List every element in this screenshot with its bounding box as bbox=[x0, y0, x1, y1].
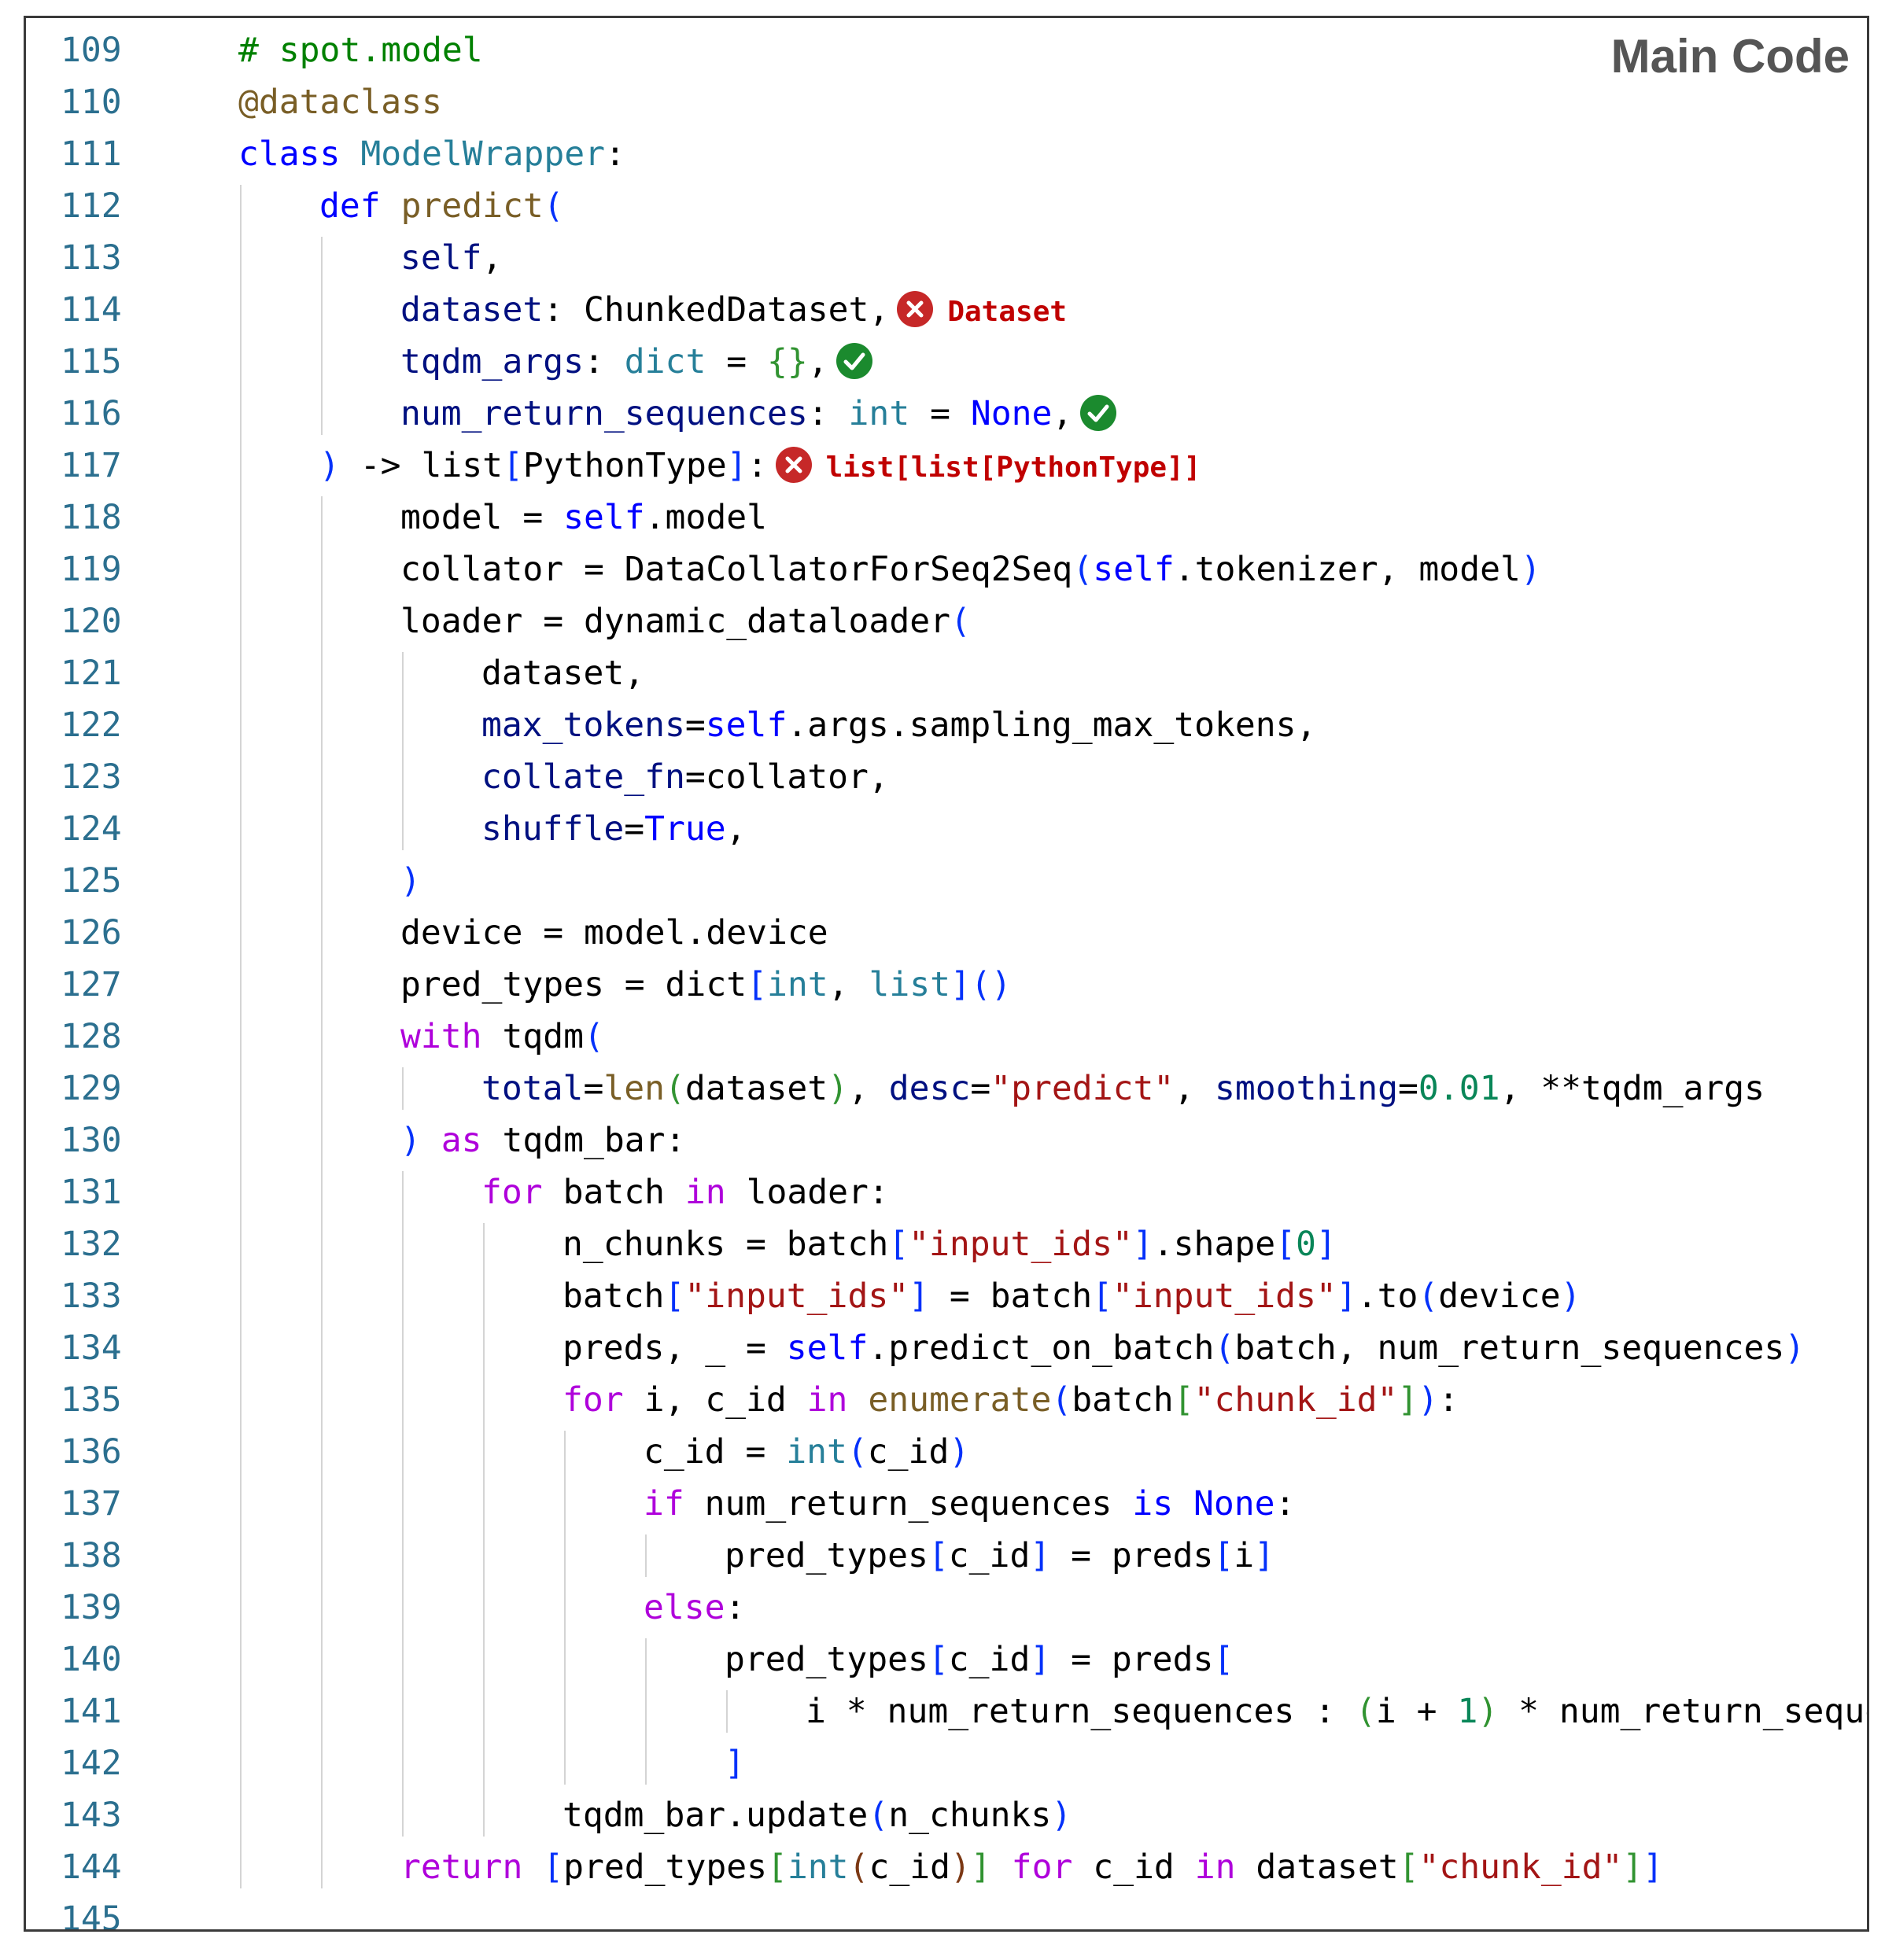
line-number: 110 bbox=[61, 83, 122, 122]
line-number: 131 bbox=[61, 1173, 122, 1212]
code-text: max_tokens=self.args.sampling_max_tokens… bbox=[481, 706, 1317, 745]
code-text: def predict( bbox=[319, 186, 564, 226]
code-text: collator = DataCollatorForSeq2Seq(self.t… bbox=[400, 550, 1541, 589]
code-text: return [pred_types[int(c_id)] for c_id i… bbox=[400, 1848, 1664, 1887]
code-text: batch["input_ids"] = batch["input_ids"].… bbox=[563, 1277, 1581, 1316]
fail-icon bbox=[775, 446, 812, 483]
code-text: dataset: ChunkedDataset,Dataset bbox=[400, 290, 1068, 330]
code-text: tqdm_bar.update(n_chunks) bbox=[563, 1796, 1072, 1835]
line-number: 143 bbox=[61, 1796, 122, 1835]
line-number: 117 bbox=[61, 446, 122, 485]
code-text: for batch in loader: bbox=[481, 1173, 889, 1212]
code-text: class ModelWrapper: bbox=[238, 134, 625, 174]
line-number: 145 bbox=[61, 1899, 122, 1932]
code-text: c_id = int(c_id) bbox=[644, 1432, 970, 1472]
line-number: 142 bbox=[61, 1744, 122, 1783]
line-number: 114 bbox=[61, 290, 122, 330]
line-number: 118 bbox=[61, 498, 122, 537]
line-number: 125 bbox=[61, 861, 122, 901]
panel-title: Main Code bbox=[1610, 30, 1850, 83]
code-text: pred_types[c_id] = preds[ bbox=[725, 1640, 1234, 1679]
indent-guide bbox=[645, 1534, 647, 1577]
code-text: ) -> list[PythonType]:list[list[PythonTy… bbox=[319, 446, 1201, 485]
check-icon bbox=[835, 342, 872, 379]
indent-guide bbox=[564, 1431, 566, 1785]
line-number: 111 bbox=[61, 134, 122, 174]
code-text: i * num_return_sequences : (i + 1) * num… bbox=[806, 1692, 1869, 1731]
code-text: self, bbox=[400, 238, 503, 278]
line-number: 138 bbox=[61, 1536, 122, 1575]
type-annotation-note: Dataset bbox=[947, 296, 1068, 328]
line-number: 132 bbox=[61, 1225, 122, 1264]
line-number: 130 bbox=[61, 1121, 122, 1160]
line-number: 141 bbox=[61, 1692, 122, 1731]
code-text: total=len(dataset), desc="predict", smoo… bbox=[481, 1069, 1765, 1108]
code-text: num_return_sequences: int = None, bbox=[400, 388, 1117, 440]
code-text: pred_types = dict[int, list]() bbox=[400, 965, 1012, 1004]
line-number: 139 bbox=[61, 1588, 122, 1627]
line-number: 115 bbox=[61, 342, 122, 381]
code-text: preds, _ = self.predict_on_batch(batch, … bbox=[563, 1328, 1806, 1368]
line-number: 144 bbox=[61, 1848, 122, 1887]
code-text: collate_fn=collator, bbox=[481, 757, 889, 797]
code-text: @dataclass bbox=[238, 83, 442, 122]
code-editor: 109 # spot.model 110 @dataclass 111 class Mod… bbox=[26, 18, 1867, 1929]
code-text: model = self.model bbox=[400, 498, 768, 537]
line-number: 134 bbox=[61, 1328, 122, 1368]
indent-guide bbox=[321, 496, 323, 1888]
indent-guide bbox=[726, 1690, 728, 1733]
code-text: shuffle=True, bbox=[481, 809, 747, 849]
code-text: for i, c_id in enumerate(batch["chunk_id… bbox=[563, 1380, 1459, 1420]
indent-guide bbox=[240, 185, 242, 1888]
line-number: 129 bbox=[61, 1069, 122, 1108]
check-icon bbox=[1080, 394, 1117, 431]
code-text: pred_types[c_id] = preds[i] bbox=[725, 1536, 1275, 1575]
line-number: 109 bbox=[61, 31, 122, 70]
line-number: 121 bbox=[61, 654, 122, 693]
code-text: device = model.device bbox=[400, 913, 828, 952]
code-text: if num_return_sequences is None: bbox=[644, 1484, 1296, 1523]
line-number: 128 bbox=[61, 1017, 122, 1056]
line-number: 127 bbox=[61, 965, 122, 1004]
fail-icon bbox=[897, 290, 934, 327]
line-number: 123 bbox=[61, 757, 122, 797]
indent-guide bbox=[321, 237, 323, 435]
code-text: ) bbox=[400, 861, 421, 901]
indent-guide bbox=[402, 1171, 404, 1837]
line-number: 137 bbox=[61, 1484, 122, 1523]
indent-guide bbox=[402, 652, 404, 850]
type-annotation-note: list[list[PythonType]] bbox=[825, 451, 1201, 484]
code-text: else: bbox=[644, 1588, 746, 1627]
code-text: tqdm_args: dict = {}, bbox=[400, 336, 872, 388]
line-number: 112 bbox=[61, 186, 122, 226]
line-number: 120 bbox=[61, 602, 122, 641]
indent-guide bbox=[402, 1067, 404, 1110]
line-number: 140 bbox=[61, 1640, 122, 1679]
code-text: ] bbox=[725, 1744, 745, 1783]
code-text: ) as tqdm_bar: bbox=[400, 1121, 686, 1160]
code-text: # spot.model bbox=[238, 31, 483, 70]
line-number: 133 bbox=[61, 1277, 122, 1316]
code-text: loader = dynamic_dataloader( bbox=[400, 602, 971, 641]
indent-guide bbox=[645, 1638, 647, 1785]
line-number: 124 bbox=[61, 809, 122, 849]
line-number: 136 bbox=[61, 1432, 122, 1472]
line-number: 126 bbox=[61, 913, 122, 952]
code-panel: 109 # spot.model 110 @dataclass 111 class Mod… bbox=[24, 16, 1869, 1932]
indent-guide bbox=[483, 1223, 485, 1837]
line-number: 135 bbox=[61, 1380, 122, 1420]
code-text: with tqdm( bbox=[400, 1017, 604, 1056]
code-text: dataset, bbox=[481, 654, 645, 693]
line-number: 119 bbox=[61, 550, 122, 589]
line-number: 122 bbox=[61, 706, 122, 745]
line-number: 113 bbox=[61, 238, 122, 278]
code-text: n_chunks = batch["input_ids"].shape[0] bbox=[563, 1225, 1337, 1264]
line-number: 116 bbox=[61, 394, 122, 433]
